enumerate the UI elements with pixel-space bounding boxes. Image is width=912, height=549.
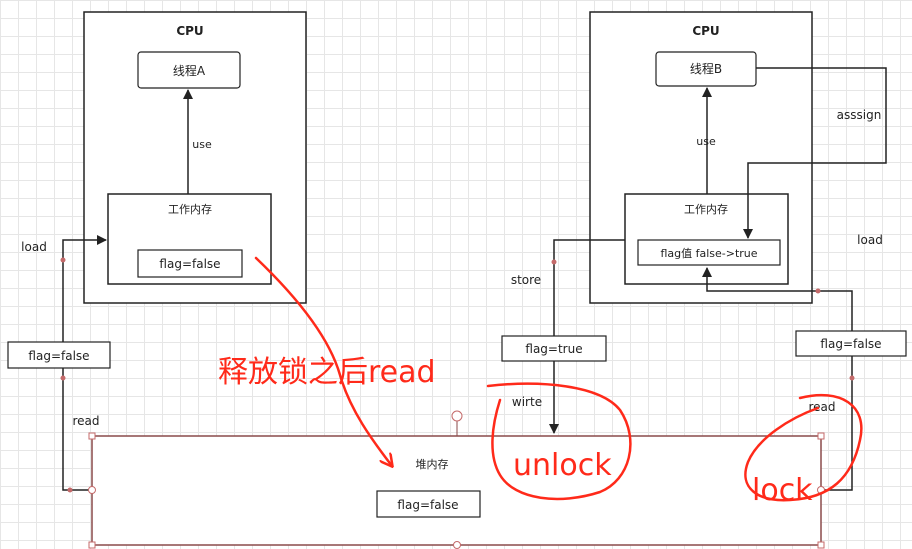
lock-text: lock [752, 473, 813, 508]
right-cpu: CPU 线程B use 工作内存 flag值 false->true asssi… [589, 11, 887, 304]
heap-title: 堆内存 [416, 457, 449, 471]
left-flag-value: flag=false [28, 349, 89, 363]
left-work-flag-value: flag=false [159, 257, 220, 271]
right-cpu-title: CPU [692, 24, 719, 38]
lock-circle [744, 393, 863, 502]
left-cpu: CPU 线程A use 工作内存 flag=false [83, 11, 307, 304]
left-thread-box [137, 51, 241, 89]
left-work-flag-box [137, 249, 243, 278]
left-use-label: use [192, 138, 212, 151]
left-line-point-1 [60, 257, 66, 263]
heap-memory: 堆内存 flag=false [88, 410, 825, 549]
write-label: wirte [512, 395, 542, 409]
right-flag-box [795, 330, 907, 357]
assign-arrow [743, 67, 887, 239]
right-thread-label: 线程B [690, 61, 722, 76]
right-work-flag-value: flag值 false->true [660, 247, 757, 260]
store-flag-value: flag=true [525, 342, 582, 356]
heap-flag-box [376, 490, 481, 518]
left-line-point-2 [60, 375, 66, 381]
release-lock-arrow [254, 256, 392, 466]
rotate-handle[interactable] [451, 410, 463, 422]
right-load-label: load [857, 233, 883, 247]
store-flag-box [501, 335, 607, 362]
assign-label: asssign [837, 108, 882, 122]
left-flag-box [7, 341, 111, 369]
store-write-line [549, 239, 625, 434]
left-thread-label: 线程A [173, 63, 206, 78]
left-cpu-title: CPU [176, 24, 203, 38]
resize-handle-se[interactable] [817, 541, 825, 549]
left-read-label: read [72, 414, 99, 428]
resize-handle-sw[interactable] [88, 541, 96, 549]
resize-handle-ne[interactable] [817, 432, 825, 440]
left-load-label: load [21, 240, 47, 254]
unlock-circle [486, 382, 632, 501]
left-line-point-3 [67, 487, 73, 493]
store-label: store [511, 273, 541, 287]
connection-point-left[interactable] [88, 486, 96, 494]
right-thread-box [655, 51, 757, 87]
right-flag-value: flag=false [820, 337, 881, 351]
connection-point-bottom[interactable] [453, 541, 461, 549]
red-annotations: 释放锁之后read unlock lock [218, 256, 863, 508]
right-load-read-line [702, 267, 853, 491]
left-flow: load flag=false read [7, 235, 111, 493]
right-flow: store flag=true wirte load flag=false re… [501, 233, 907, 491]
resize-handle-nw[interactable] [88, 432, 96, 440]
heap-flag-value: flag=false [397, 498, 458, 512]
right-work-memory-label: 工作内存 [684, 202, 728, 216]
left-work-memory-label: 工作内存 [168, 202, 212, 216]
release-lock-text: 释放锁之后read [218, 355, 436, 390]
right-line-point-2 [849, 375, 855, 381]
right-read-label: read [808, 400, 835, 414]
unlock-text: unlock [513, 448, 612, 483]
right-use-label: use [696, 135, 716, 148]
store-line-point [551, 259, 557, 265]
right-line-point-1 [815, 288, 821, 294]
right-work-flag-box [637, 239, 781, 266]
